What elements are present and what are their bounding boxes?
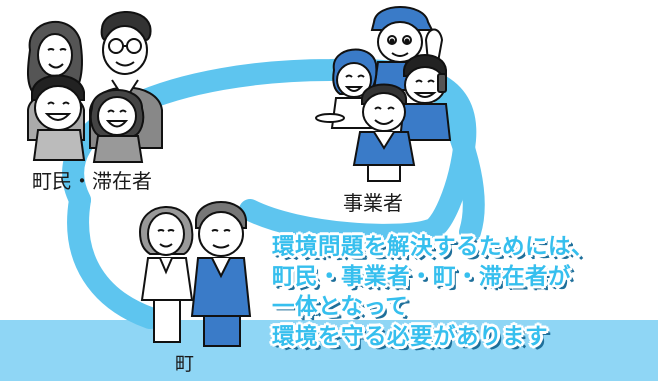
slogan-line-3: 一体となって	[272, 294, 409, 320]
phone-icon	[437, 73, 447, 93]
slogan-line-4: 環境を守る必要があります	[272, 324, 549, 350]
residents-label: 町民・滞在者	[32, 169, 152, 193]
slogan-line-1: 環境問題を解決するためには、	[272, 234, 595, 260]
worker-cap	[370, 6, 434, 31]
slogan-block: 環境問題を解決するためには、 町民・事業者・町・滞在者が 一体となって 環境を守…	[272, 232, 654, 352]
girl-face	[97, 96, 137, 136]
phone-man-body	[398, 103, 452, 141]
town-label: 町	[175, 353, 195, 375]
father-face	[102, 25, 148, 75]
slogan-line-2: 町民・事業者・町・滞在者が	[272, 264, 572, 290]
official-man-legs	[203, 315, 241, 347]
connection-ring-lower	[67, 189, 161, 329]
mother-face	[37, 33, 73, 77]
office-man-legs	[367, 164, 401, 182]
server-tray	[315, 113, 345, 123]
official-man-face	[198, 211, 244, 257]
town-officials-illustration	[138, 201, 252, 347]
official-woman-legs	[153, 299, 181, 343]
residents-family-illustration	[27, 11, 163, 163]
businesses-label: 事業者	[343, 191, 403, 215]
official-woman-face	[147, 212, 185, 256]
official-woman-body	[140, 257, 194, 301]
girl-body	[92, 135, 144, 163]
office-man-face	[362, 92, 406, 132]
connection-ring-right	[429, 79, 485, 243]
boy-face	[34, 85, 82, 131]
boy-body	[32, 129, 86, 161]
businesses-group-illustration	[315, 6, 452, 182]
